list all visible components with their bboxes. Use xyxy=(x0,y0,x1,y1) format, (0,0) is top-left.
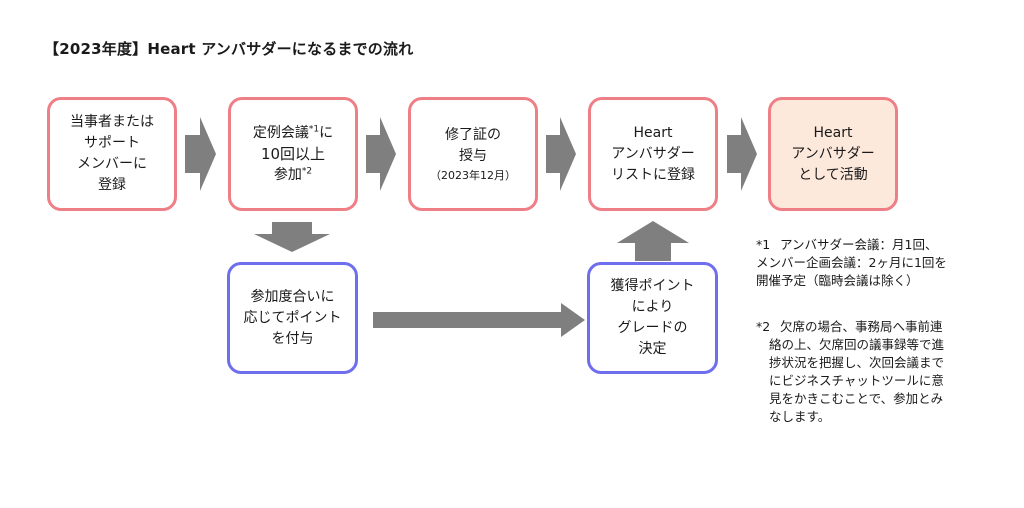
footnote-2: *2 欠席の場合、事務局へ事前連 絡の上、欠席回の議事録等で進 捗状況を把握し、… xyxy=(756,318,944,426)
step-register-line1: 当事者または xyxy=(70,114,154,130)
step-grade-line3: グレードの xyxy=(617,320,688,336)
step-meeting-line1: 定例会議*1に xyxy=(252,123,334,141)
step-activity-line3: として活動 xyxy=(798,166,868,183)
step-activity-line1: Heart xyxy=(813,124,853,141)
step-certificate-line2: 授与 xyxy=(459,147,487,164)
step-points-line3: を付与 xyxy=(271,330,314,347)
step-points: 参加度合いに 応じてポイント を付与 xyxy=(227,262,358,374)
footnote-2-line3: 捗状況を把握し、次回会議まで xyxy=(769,355,945,370)
footnote-1-line1: アンバサダー会議：月1回、 xyxy=(780,237,938,252)
step-grade-line4: 決定 xyxy=(638,341,667,357)
step-certificate: 修了証の 授与 （2023年12月） xyxy=(408,97,538,211)
arrow-long-right xyxy=(373,303,585,337)
step-meeting-line3: 参加*2 xyxy=(273,165,313,183)
footnote-1-line3: 開催予定（臨時会議は除く） xyxy=(756,273,919,288)
step-list-register-line2: アンバサダー xyxy=(611,145,695,162)
page-title: 【2023年度】Heart アンバサダーになるまでの流れ xyxy=(44,40,414,58)
footnote-1-line2: メンバー企画会議：2ヶ月に1回を xyxy=(756,255,947,270)
footnote-2-mark: *2 xyxy=(756,319,771,334)
arrow-right-1 xyxy=(185,117,216,191)
arrow-down xyxy=(254,222,330,252)
arrow-right-3 xyxy=(546,117,576,191)
step-points-line2: 応じてポイント xyxy=(243,309,342,326)
arrow-right-4 xyxy=(727,117,757,191)
step-activity: Heart アンバサダー として活動 xyxy=(768,97,898,211)
step-grade-line2: により xyxy=(631,299,674,315)
footnote-2-line1: 欠席の場合、事務局へ事前連 xyxy=(780,319,943,334)
footnote-1: *1 アンバサダー会議：月1回、 メンバー企画会議：2ヶ月に1回を 開催予定（臨… xyxy=(756,236,947,290)
footnote-1-mark: *1 xyxy=(756,237,771,252)
step-meeting: 定例会議*1に 10回以上 参加*2 xyxy=(228,97,358,211)
step-list-register-line3: リストに登録 xyxy=(611,166,695,183)
step-list-register: Heart アンバサダー リストに登録 xyxy=(588,97,718,211)
step-meeting-line2: 10回以上 xyxy=(260,144,326,163)
footnote-2-line2: 絡の上、欠席回の議事録等で進 xyxy=(769,337,945,352)
arrow-right-2 xyxy=(366,117,396,191)
step-register: 当事者または サポート メンバーに 登録 xyxy=(47,97,177,211)
step-grade: 獲得ポイント により グレードの 決定 xyxy=(587,262,718,374)
arrow-up xyxy=(617,221,689,261)
step-register-line4: 登録 xyxy=(98,177,126,193)
step-grade-line1: 獲得ポイント xyxy=(610,278,695,294)
footnote-2-line4: にビジネスチャットツールに意 xyxy=(769,373,944,388)
step-register-line3: メンバーに xyxy=(77,156,147,172)
step-points-line1: 参加度合いに xyxy=(250,288,335,305)
footnote-2-line6: なします。 xyxy=(769,409,831,424)
step-list-register-line1: Heart xyxy=(633,124,673,141)
step-register-line2: サポート xyxy=(84,135,140,151)
step-certificate-line1: 修了証の xyxy=(445,126,501,143)
step-certificate-date: （2023年12月） xyxy=(430,168,516,182)
step-activity-line2: アンバサダー xyxy=(791,145,875,162)
footnote-2-line5: 見をかきこむことで、参加とみ xyxy=(769,391,944,406)
